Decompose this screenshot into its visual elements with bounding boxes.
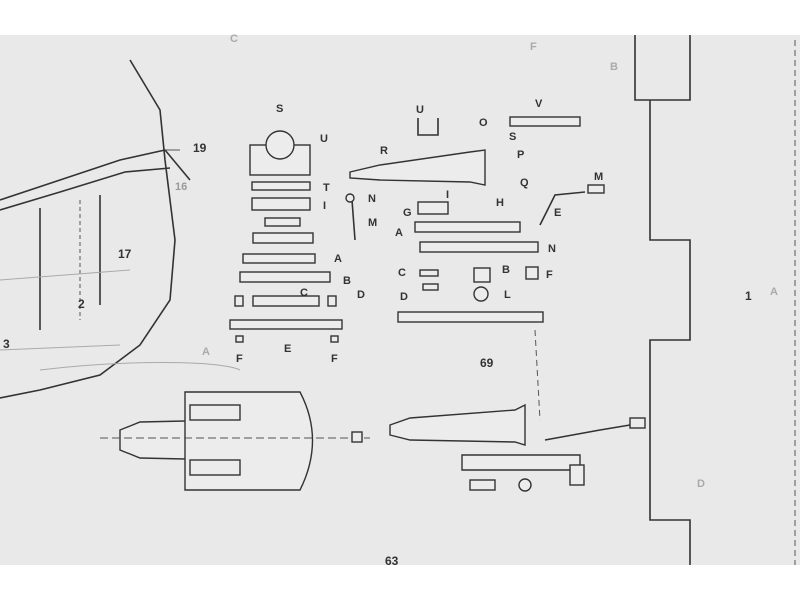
- part-label: V: [535, 98, 543, 110]
- hull-label: 2: [78, 297, 85, 311]
- plate-number: 63: [385, 554, 399, 568]
- part-label: S: [509, 131, 516, 143]
- part-label: S: [276, 103, 283, 115]
- hull-label: 16: [175, 181, 187, 193]
- part-label: E: [284, 343, 291, 355]
- part-label: G: [403, 207, 412, 219]
- part-label: N: [548, 243, 556, 255]
- part-label: F: [546, 269, 553, 281]
- part-label: C: [300, 287, 308, 299]
- faint-label: F: [530, 41, 537, 53]
- part-label: E: [554, 207, 561, 219]
- part-label: M: [594, 171, 603, 183]
- part-label: A: [395, 227, 403, 239]
- gun-exploded-right: [349, 116, 605, 421]
- carriage-exploded-left: [229, 130, 356, 343]
- paper-sheet: [0, 35, 800, 565]
- faint-label: A: [770, 286, 778, 298]
- part-label: U: [320, 133, 328, 145]
- part-label: I: [446, 189, 449, 201]
- part-label: D: [357, 289, 365, 301]
- part-label: H: [496, 197, 504, 209]
- plate-number: 1: [745, 289, 752, 303]
- part-label: R: [380, 145, 388, 157]
- faint-label: C: [230, 33, 238, 45]
- part-label: P: [517, 149, 524, 161]
- part-label: O: [479, 117, 488, 129]
- hull-section: [0, 59, 241, 399]
- part-label: I: [323, 200, 326, 212]
- part-label: M: [368, 217, 377, 229]
- part-label: D: [400, 291, 408, 303]
- hull-label: 19: [193, 141, 207, 155]
- frame-outline: [634, 35, 796, 565]
- part-label: T: [323, 182, 330, 194]
- part-label: B: [343, 275, 351, 287]
- hull-label: 17: [118, 247, 132, 261]
- part-label: C: [398, 267, 406, 279]
- hull-label: 3: [3, 337, 10, 351]
- part-label: B: [502, 264, 510, 276]
- part-label: N: [368, 193, 376, 205]
- part-label: A: [334, 253, 342, 265]
- faint-label: A: [202, 346, 210, 358]
- plate-number: 69: [480, 356, 494, 370]
- part-label: U: [416, 104, 424, 116]
- assembled-cannon-side-view: [389, 403, 646, 492]
- assembled-cannon-top-view: [100, 391, 370, 491]
- faint-label: D: [697, 478, 705, 490]
- part-label: L: [504, 289, 511, 301]
- part-label: F: [331, 353, 338, 365]
- part-label: F: [236, 353, 243, 365]
- part-label: Q: [520, 177, 529, 189]
- faint-label: B: [610, 61, 618, 73]
